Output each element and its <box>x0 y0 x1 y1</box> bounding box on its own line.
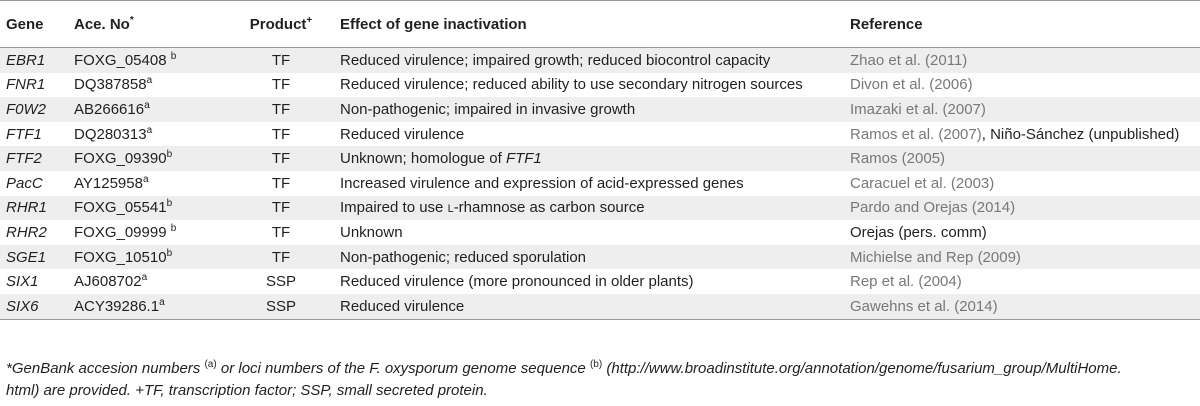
cell-accession: FOXG_05408 b <box>68 47 228 73</box>
cell-reference: Rep et al. (2004) <box>850 273 962 291</box>
header-reference: Reference <box>844 0 1200 48</box>
table-row: FNR1 DQ387858a TF Reduced virulence; reduce… <box>0 73 1200 98</box>
gene-table: Gene Ace. No* Product+ Effect of gene in… <box>0 0 1200 320</box>
cell-product: TF <box>228 47 334 73</box>
cell-gene: RHR2 <box>6 223 47 241</box>
cell-product: TF <box>271 76 291 94</box>
header-product: Product+ <box>228 0 334 48</box>
cell-effect: Non-pathogenic; impaired in invasive gro… <box>334 97 844 122</box>
header-gene: Gene <box>0 0 68 48</box>
cell-reference: Michielse and Rep (2009) <box>844 244 1200 270</box>
cell-gene: FTF2 <box>0 146 68 171</box>
cell-gene: SIX6 <box>0 293 68 320</box>
cell-effect: Unknown; homologue of FTF1 <box>334 146 844 171</box>
header-accession: Ace. No* <box>68 0 228 48</box>
cell-product: TF <box>228 244 334 270</box>
cell-reference: Orejas (pers. comm) <box>850 223 987 241</box>
cell-gene: F0W2 <box>0 97 68 122</box>
cell-accession: FOXG_10510b <box>68 244 228 270</box>
cell-accession: FOXG_05541b <box>68 195 228 221</box>
cell-accession: AY125958a <box>74 173 149 192</box>
cell-gene: PacC <box>6 174 43 192</box>
cell-product: TF <box>271 174 291 192</box>
cell-effect: Unknown <box>340 223 403 241</box>
cell-accession: FOXG_09999 b <box>74 222 177 241</box>
effect-smallcaps: l <box>447 199 454 217</box>
cell-accession: AB266616a <box>68 97 228 122</box>
cell-accession: DQ387858a <box>74 75 153 94</box>
cell-accession: DQ280313a <box>74 124 153 143</box>
cell-product: TF <box>271 223 291 241</box>
cell-reference: Imazaki et al. (2007) <box>844 97 1200 122</box>
cell-product: SSP <box>228 293 334 320</box>
cell-effect: Reduced virulence <box>340 125 465 143</box>
cell-effect: Reduced virulence; impaired growth; redu… <box>334 47 844 73</box>
header-product-sup: + <box>306 14 313 26</box>
cell-effect: Non-pathogenic; reduced sporulation <box>334 244 844 270</box>
cell-reference: Pardo and Orejas (2014) <box>844 195 1200 221</box>
cell-effect: Reduced virulence; reduced ability to us… <box>340 76 803 94</box>
cell-gene: FNR1 <box>6 76 46 94</box>
cell-gene: RHR1 <box>0 195 68 221</box>
cell-reference: Divon et al. (2006) <box>850 76 973 94</box>
cell-product: TF <box>228 97 334 122</box>
table-row: RHR2 FOXG_09999 b TF Unknown Orejas (pers. c… <box>0 220 1200 245</box>
cell-reference: Caracuel et al. (2003) <box>850 174 995 192</box>
cell-product: TF <box>271 125 291 143</box>
table-row: FTF1 DQ280313a TF Reduced virulence Ramos et… <box>0 122 1200 147</box>
cell-effect: Reduced virulence <box>334 293 844 320</box>
cell-gene: SGE1 <box>0 244 68 270</box>
table-row: SIX1 AJ608702a SSP Reduced virulence (more … <box>0 269 1200 294</box>
table-row: PacC AY125958a TF Increased virulence and e… <box>0 171 1200 196</box>
cell-reference: Gawehns et al. (2014) <box>844 293 1200 320</box>
cell-product: SSP <box>265 273 296 291</box>
header-effect: Effect of gene inactivation <box>334 0 844 48</box>
cell-accession: ACY39286.1a <box>68 293 228 320</box>
cell-effect: Impaired to use l-rhamnose as carbon sou… <box>334 195 844 221</box>
cell-product: TF <box>228 195 334 221</box>
cell-accession: FOXG_09390b <box>68 146 228 171</box>
header-accession-sup: * <box>129 14 134 26</box>
cell-reference: Zhao et al. (2011) <box>844 47 1200 73</box>
cell-gene: SIX1 <box>6 273 39 291</box>
cell-gene: FTF1 <box>6 125 42 143</box>
cell-effect: Increased virulence and expression of ac… <box>340 174 744 192</box>
cell-effect: Reduced virulence (more pronounced in ol… <box>340 273 694 291</box>
cell-accession: AJ608702a <box>74 272 148 291</box>
table-footnote: *GenBank accesion numbers (a) or loci nu… <box>6 359 1122 400</box>
cell-product: TF <box>228 146 334 171</box>
cell-gene: EBR1 <box>0 47 68 73</box>
cell-reference: Ramos (2005) <box>844 146 1200 171</box>
cell-reference: Ramos et al. (2007), Niño-Sánchez (unpub… <box>850 125 1180 143</box>
table-header: Gene Ace. No* Product+ Effect of gene in… <box>0 0 1200 48</box>
